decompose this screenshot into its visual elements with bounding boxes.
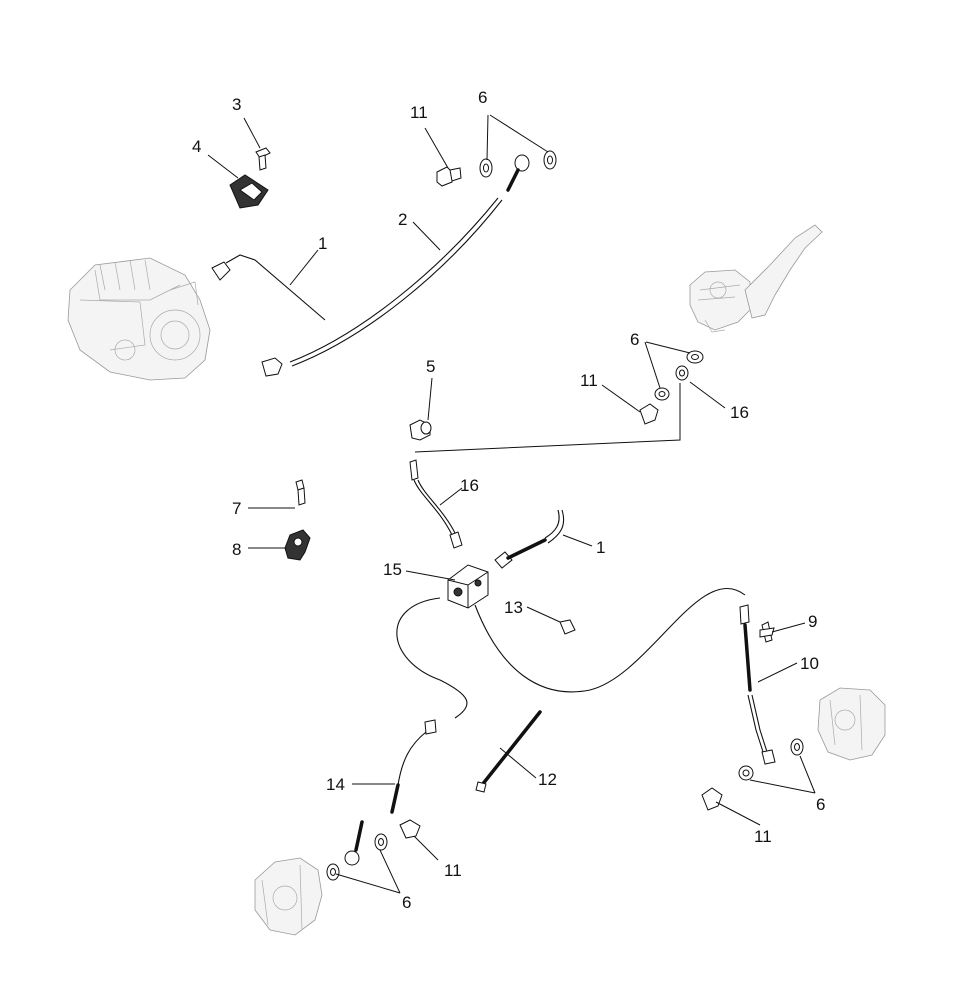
callout-11: 11 bbox=[444, 861, 462, 880]
callout-12: 12 bbox=[538, 770, 557, 789]
callout-labels: 3 4 11 6 2 1 6 11 16 5 16 7 8 1 15 13 9 … bbox=[192, 88, 825, 912]
callout-8: 8 bbox=[232, 540, 241, 559]
callout-7: 7 bbox=[232, 499, 241, 518]
callout-1: 1 bbox=[318, 234, 327, 253]
banjo-bolt-11-bottom-left bbox=[399, 819, 421, 839]
callout-15: 15 bbox=[383, 560, 402, 579]
callout-10: 10 bbox=[800, 654, 819, 673]
callout-11: 11 bbox=[754, 827, 772, 846]
washer-6-top-left bbox=[479, 158, 493, 178]
callout-11: 11 bbox=[410, 103, 428, 122]
washer-6-right-caliper-b bbox=[738, 765, 754, 781]
callout-1: 1 bbox=[596, 538, 605, 557]
bleeder-9 bbox=[759, 621, 775, 643]
rear-hose-route-left bbox=[396, 597, 468, 719]
junction-block-15 bbox=[447, 564, 489, 609]
callout-3: 3 bbox=[232, 95, 241, 114]
hose-16-connector-line bbox=[414, 383, 681, 453]
brake-hose-2 bbox=[261, 197, 503, 377]
callout-6: 6 bbox=[630, 330, 639, 349]
clamp-8 bbox=[284, 529, 311, 561]
bolt-7 bbox=[295, 479, 306, 506]
elbow-fitting-5 bbox=[409, 419, 432, 441]
leader-lines bbox=[207, 114, 816, 894]
washer-6-top-right bbox=[543, 150, 557, 170]
banjo-eye-16-right bbox=[675, 365, 689, 381]
washer-6-right-upper bbox=[686, 350, 704, 364]
banjo-fitting-bottom-left bbox=[344, 820, 364, 866]
master-cylinder-lever bbox=[689, 224, 823, 333]
brake-pipe-1-middle bbox=[494, 509, 565, 569]
callout-9: 9 bbox=[808, 612, 817, 631]
callout-11: 11 bbox=[580, 371, 598, 390]
rear-left-caliper bbox=[254, 857, 323, 936]
rear-right-caliper bbox=[817, 687, 886, 761]
callout-16: 16 bbox=[460, 476, 479, 495]
washer-6-right-caliper-a bbox=[790, 738, 804, 756]
callout-16: 16 bbox=[730, 403, 749, 422]
brake-hose-16 bbox=[409, 459, 463, 549]
clip-4 bbox=[229, 174, 269, 209]
sleeve-12 bbox=[475, 710, 542, 793]
callout-13: 13 bbox=[504, 598, 523, 617]
banjo-fitting-top bbox=[506, 154, 530, 192]
callout-6: 6 bbox=[402, 893, 411, 912]
banjo-bolt-11-right bbox=[639, 403, 659, 425]
washer-6-bottom-left-a bbox=[374, 833, 388, 851]
banjo-bolt-11-top bbox=[436, 166, 462, 187]
callout-4: 4 bbox=[192, 137, 201, 156]
brake-hose-10 bbox=[739, 604, 776, 765]
brake-pipe-1-top bbox=[211, 254, 326, 321]
callout-6: 6 bbox=[816, 795, 825, 814]
bolt-3 bbox=[255, 147, 271, 171]
callout-2: 2 bbox=[398, 210, 407, 229]
bolt-13 bbox=[559, 619, 576, 635]
rear-hose-route-right bbox=[474, 587, 746, 693]
callout-5: 5 bbox=[426, 357, 435, 376]
washer-6-bottom-left-b bbox=[326, 863, 340, 881]
callout-6: 6 bbox=[478, 88, 487, 107]
brake-hose-14 bbox=[390, 719, 437, 814]
front-brake-caliper bbox=[67, 257, 211, 381]
callout-14: 14 bbox=[326, 775, 345, 794]
washer-6-right-lower bbox=[654, 387, 670, 401]
banjo-bolt-11-right-caliper bbox=[701, 787, 723, 811]
